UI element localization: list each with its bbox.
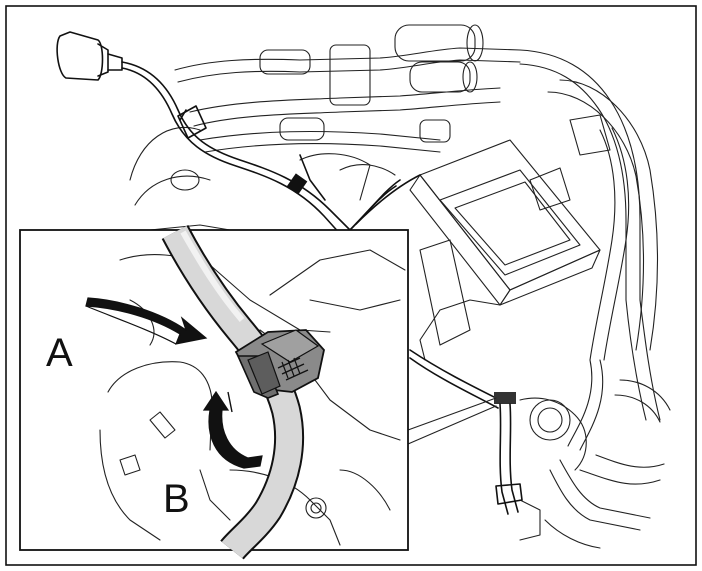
- rotate-arrow-icon: [202, 390, 263, 469]
- connector-plug: [56, 31, 123, 81]
- wire-harness: [121, 61, 523, 515]
- detail-inset: A B: [19, 225, 409, 560]
- callout-b: B: [163, 477, 190, 521]
- leader-lines: [407, 397, 497, 445]
- callout-a: A: [46, 331, 73, 375]
- curved-arrow-icon: [85, 297, 208, 345]
- harness-clip-1: [286, 173, 308, 195]
- harness-clip-detail: [234, 329, 325, 399]
- harness-clip-2: [494, 392, 516, 404]
- engine-assembly: [129, 24, 671, 549]
